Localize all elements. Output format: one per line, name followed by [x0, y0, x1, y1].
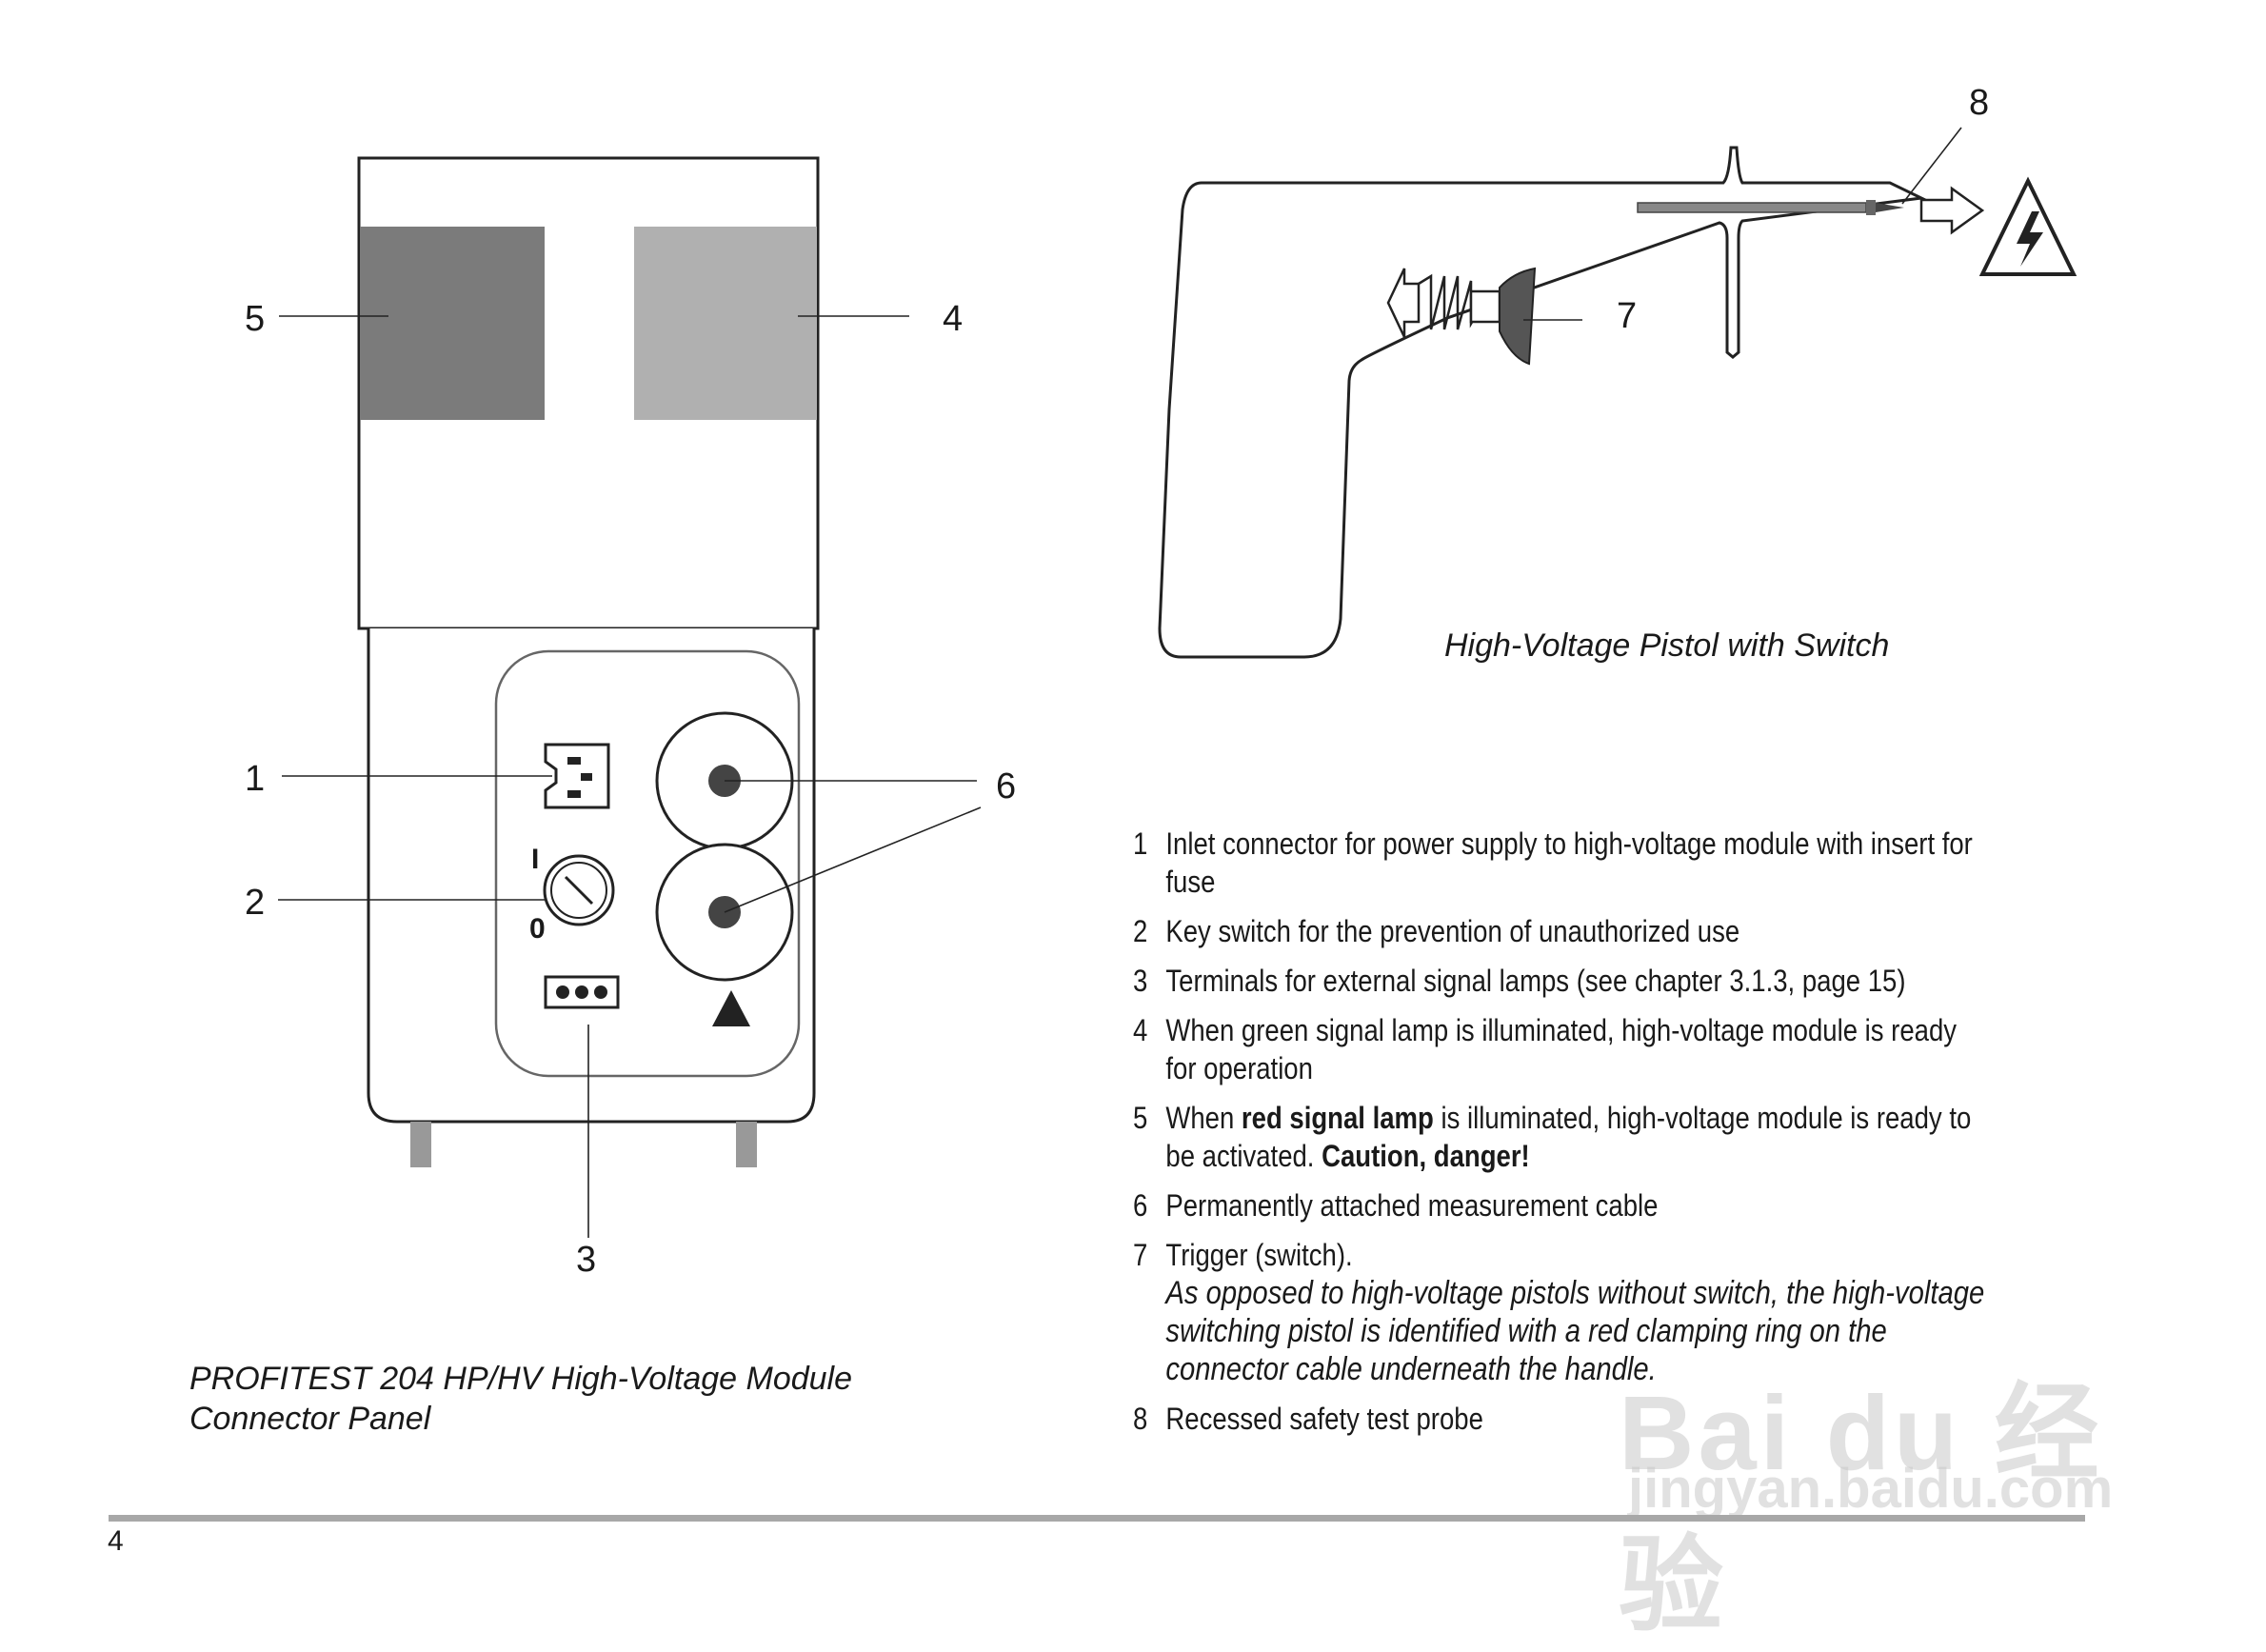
- footer-rule: [109, 1515, 2085, 1522]
- callout-1: 1: [245, 759, 265, 799]
- callout-8: 8: [1969, 83, 1989, 123]
- probe-direction-arrow-icon: [1919, 186, 1985, 235]
- cable-coupling: [1469, 289, 1501, 324]
- red-clamping-ring: [1499, 267, 1537, 366]
- lightning-bolt-icon: [2017, 211, 2043, 267]
- hv-pistol-caption: High-Voltage Pistol with Switch: [1444, 627, 1890, 664]
- cable-arrow-icon: [1386, 268, 1421, 338]
- baidu-watermark: Bai du 经验 jingyan.baidu.com: [1619, 1375, 2114, 1644]
- callout-3: 3: [576, 1240, 596, 1280]
- left-foot: [410, 1122, 431, 1167]
- callout-4: 4: [943, 299, 963, 339]
- probe-collar: [1866, 200, 1876, 215]
- connector-panel: [494, 649, 801, 1078]
- list-item: 2 Key switch for the prevention of unaut…: [1133, 914, 1740, 948]
- terminal-pin: [594, 985, 607, 999]
- warning-triangle-icon: [712, 990, 750, 1026]
- key-slot: [564, 875, 594, 906]
- terminal-pin: [556, 985, 569, 999]
- list-item: 6 Permanently attached measurement cable: [1133, 1188, 1659, 1223]
- connector-panel-caption: PROFITEST 204 HP/HV High-Voltage Module …: [189, 1359, 852, 1439]
- red-signal-lamp: [360, 227, 545, 420]
- caption-line: Connector Panel: [189, 1401, 431, 1437]
- probe-rod: [1637, 202, 1867, 213]
- list-item: 5 When red signal lamp is illuminated, h…: [1133, 1101, 1972, 1173]
- connector-panel-diagram: 1 2 3 4 5 6 I 0: [245, 156, 1016, 1280]
- callout-2: 2: [245, 883, 265, 923]
- inlet-pin: [567, 757, 581, 765]
- page-number: 4: [108, 1525, 124, 1557]
- probe-tip: [1876, 203, 1904, 212]
- list-item: 7 Trigger (switch). As opposed to high-v…: [1133, 1238, 1985, 1387]
- trigger-note: As opposed to high-voltage pistols witho…: [1165, 1275, 1985, 1387]
- callout-7: 7: [1617, 296, 1637, 336]
- callout-6: 6: [996, 766, 1016, 806]
- green-signal-lamp: [634, 227, 817, 420]
- hv-pistol-diagram: 7 8: [1158, 83, 2077, 659]
- key-switch-off-label: 0: [529, 913, 546, 945]
- inlet-pin: [567, 790, 581, 798]
- key-switch-on-label: I: [531, 844, 539, 875]
- list-item: 3 Terminals for external signal lamps (s…: [1133, 964, 1906, 998]
- legend-list: 1 Inlet connector for power supply to hi…: [1133, 825, 1984, 1449]
- inlet-connector-icon: [544, 743, 610, 809]
- list-item: 1 Inlet connector for power supply to hi…: [1133, 826, 1973, 899]
- key-switch-ring: [550, 862, 607, 919]
- caption-line: PROFITEST 204 HP/HV High-Voltage Module: [189, 1361, 853, 1397]
- right-foot: [736, 1122, 757, 1167]
- pistol-body: [1158, 146, 1927, 659]
- callout-5: 5: [245, 299, 265, 339]
- list-item: 4 When green signal lamp is illuminated,…: [1133, 1013, 1958, 1085]
- terminal-pin: [575, 985, 588, 999]
- inlet-pin: [581, 773, 592, 781]
- list-item: 8 Recessed safety test probe: [1133, 1402, 1483, 1436]
